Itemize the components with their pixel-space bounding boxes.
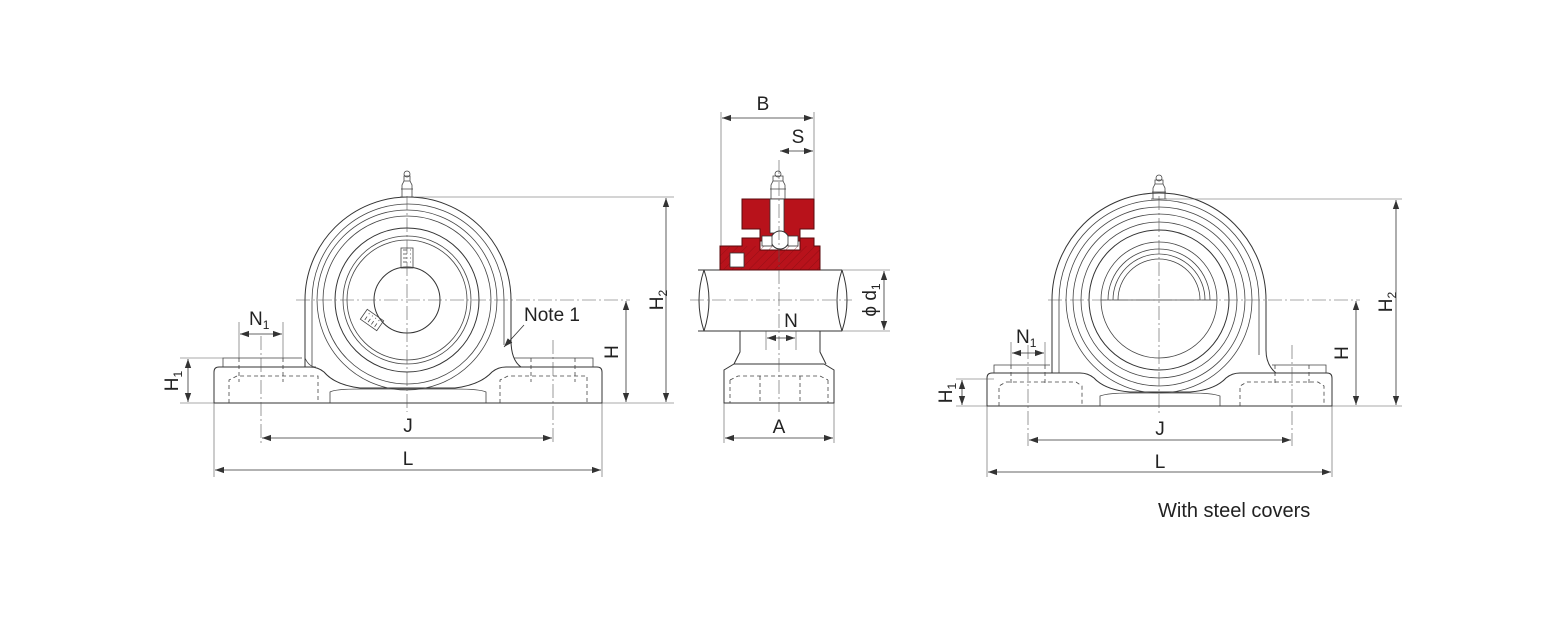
label-L: L	[403, 449, 414, 470]
label-H: H	[602, 345, 623, 359]
label-H1-covered: H1	[936, 382, 959, 403]
right-foot-bolt-hole	[499, 375, 588, 403]
covered-body-outline	[1051, 192, 1277, 374]
label-note-1: Note 1	[524, 305, 580, 326]
caption-with-steel-covers: With steel covers	[1158, 500, 1310, 522]
label-B: B	[757, 94, 770, 115]
left-foot-bolt-hole	[228, 375, 319, 403]
grease-nipple-covered-icon	[1151, 174, 1167, 200]
covered-left-bolt-hole	[998, 381, 1083, 406]
label-H-covered: H	[1332, 346, 1353, 360]
label-H2-covered: H2	[1376, 291, 1399, 312]
label-H2: H2	[647, 289, 670, 310]
label-H1: H1	[162, 370, 185, 391]
label-d1: ϕ d1	[860, 283, 883, 317]
front-view-steel-covers: H2 H H1 J L N1	[936, 174, 1402, 477]
label-J: J	[403, 416, 413, 437]
label-L-covered: L	[1155, 452, 1166, 473]
housing-base-outline	[213, 366, 603, 404]
label-N: N	[784, 311, 798, 332]
covered-base-outline	[986, 372, 1333, 407]
label-A: A	[773, 417, 786, 438]
label-J-covered: J	[1155, 419, 1165, 440]
note-leader	[503, 324, 525, 348]
front-view-left: H2 H H1 J L N1 Note 1	[162, 170, 674, 477]
label-N1-covered: N1	[1016, 327, 1037, 350]
label-S: S	[792, 127, 805, 148]
set-screw-section	[729, 252, 745, 268]
grease-nipple-icon	[400, 170, 414, 198]
shaft-outline	[698, 269, 842, 332]
side-section-view: B S A N ϕ d1	[690, 94, 890, 443]
label-N1: N1	[249, 309, 270, 332]
covered-right-bolt-hole	[1239, 381, 1325, 406]
grease-nipple-side-icon	[770, 170, 786, 199]
set-screw-side	[359, 308, 385, 332]
bearing-ball	[770, 230, 790, 250]
